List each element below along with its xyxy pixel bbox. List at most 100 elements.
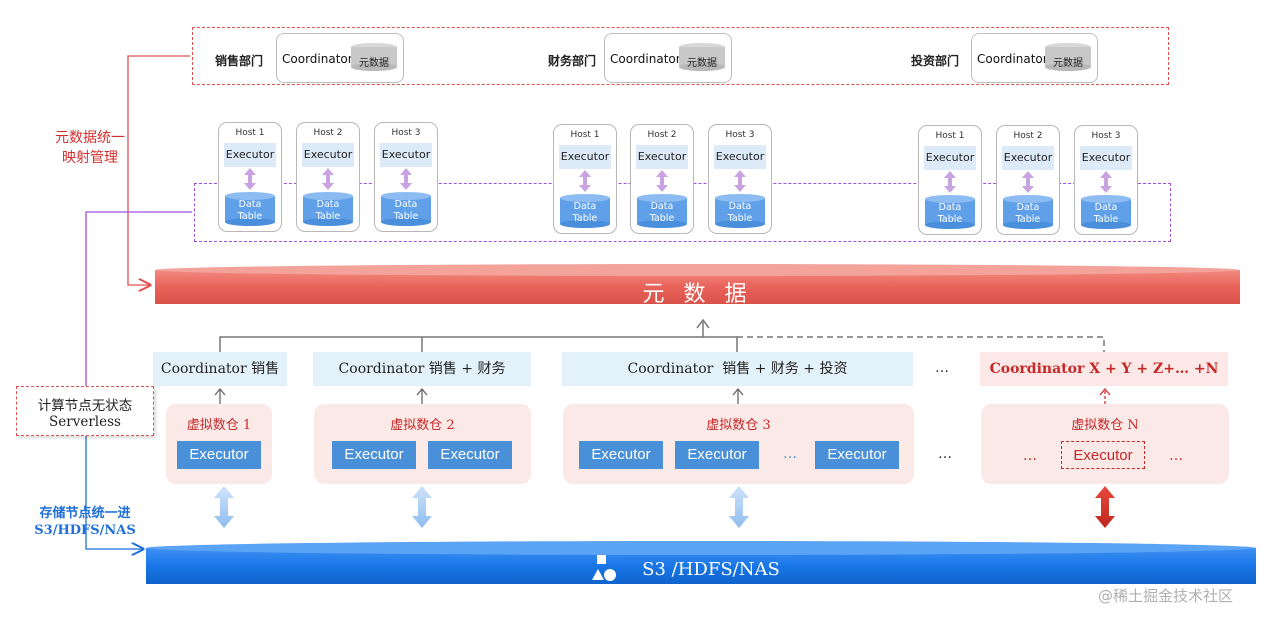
- storage-unified-label: 存储节点统一进 S3/HDFS/NAS: [20, 505, 150, 539]
- metadata-db-label: 元数据: [359, 58, 389, 69]
- host-title: Host 3: [391, 128, 421, 138]
- executor-node: Executor: [332, 441, 416, 469]
- data-table-icon: [1003, 195, 1053, 229]
- compute-stateless-line1: 计算节点无状态: [37, 398, 133, 414]
- storage-unified-line1: 存储节点统一进: [39, 506, 131, 521]
- coordinator-sales: Coordinator 销售: [153, 352, 287, 386]
- data-table-line2: Table: [649, 213, 675, 224]
- sync-arrow-icon: [400, 168, 412, 190]
- host-title: Host 2: [647, 130, 677, 140]
- executor-node: Executor: [579, 441, 663, 469]
- storage-double-arrows: [214, 486, 1115, 528]
- data-table-line2: Table: [572, 213, 598, 224]
- metadata-unified-line2: 映射管理: [62, 150, 118, 166]
- warehouse-row-ellipsis: …: [938, 446, 952, 462]
- data-table-line1: Data: [1016, 202, 1040, 213]
- data-table-icon: [925, 195, 975, 229]
- metadata-db-label: 元数据: [687, 58, 717, 69]
- metadata-db-icon: [1045, 43, 1091, 71]
- host-executor: Executor: [1002, 146, 1054, 170]
- dept-label-investment: 投资部门: [911, 54, 960, 68]
- metadata-bar: [155, 264, 1240, 304]
- sync-arrow-icon: [656, 170, 668, 192]
- warehouse-ellipsis-left: …: [1023, 448, 1037, 464]
- metadata-unified-line1: 元数据统一: [55, 130, 125, 146]
- sync-arrow-icon: [1100, 171, 1112, 193]
- storage-bar: [146, 541, 1256, 584]
- data-table-icon: [381, 192, 431, 226]
- metadata-connector-line: [127, 55, 190, 285]
- virtual-warehouse-1: 虚拟数仓 1 Executor: [166, 404, 272, 484]
- storage-connector-line: [85, 436, 143, 549]
- executor-node: Executor: [177, 441, 261, 469]
- dept-coordinator-label: Coordinator: [282, 52, 353, 66]
- storage-unified-line2: S3/HDFS/NAS: [34, 523, 136, 538]
- warehouse-title: 虚拟数仓 2: [390, 418, 455, 433]
- sync-arrow-icon: [579, 170, 591, 192]
- executor-node: Executor: [675, 441, 759, 469]
- compute-stateless-box: 计算节点无状态 Serverless: [16, 386, 154, 436]
- host-executor: Executor: [1080, 146, 1132, 170]
- compute-connector-line: [85, 211, 192, 386]
- data-table-line1: Data: [573, 201, 597, 212]
- data-table-icon: [637, 194, 687, 228]
- dept-coordinator-label: Coordinator: [610, 52, 681, 66]
- warehouse-title: 虚拟数仓 3: [706, 418, 771, 433]
- sync-arrow-icon: [322, 168, 334, 190]
- host-executor: Executor: [636, 145, 688, 169]
- data-table-line2: Table: [1015, 214, 1041, 225]
- shapes-icon: [592, 555, 616, 581]
- virtual-warehouse-3: 虚拟数仓 3 Executor Executor … Executor: [563, 404, 914, 484]
- host-title: Host 2: [313, 128, 343, 138]
- host-title: Host 1: [570, 130, 600, 140]
- data-table-icon: [1081, 195, 1131, 229]
- executor-node-elastic: Executor: [1061, 441, 1145, 469]
- sync-arrow-icon: [244, 168, 256, 190]
- compute-stateless-line2: Serverless: [49, 414, 121, 430]
- warehouse-ellipsis-right: …: [1169, 448, 1183, 464]
- data-table-line1: Data: [316, 199, 340, 210]
- host-executor: Executor: [714, 145, 766, 169]
- metadata-unified-label: 元数据统一 映射管理: [40, 128, 140, 168]
- department-metadata-box: [192, 27, 1169, 85]
- host-title: Host 2: [1013, 131, 1043, 141]
- host-title: Host 3: [725, 130, 755, 140]
- executor-node: Executor: [428, 441, 512, 469]
- data-table-line1: Data: [1094, 202, 1118, 213]
- metadata-bar-title: 元 数 据: [642, 282, 753, 307]
- warehouse-title: 虚拟数仓 1: [186, 418, 252, 433]
- data-table-line1: Data: [238, 199, 262, 210]
- data-table-line2: Table: [393, 211, 419, 222]
- data-table-line2: Table: [315, 211, 341, 222]
- virtual-warehouse-n: 虚拟数仓 N … Executor …: [981, 404, 1229, 484]
- host-title: Host 3: [1091, 131, 1121, 141]
- data-table-line2: Table: [937, 214, 963, 225]
- data-table-line1: Data: [650, 201, 674, 212]
- data-table-icon: [560, 194, 610, 228]
- data-table-icon: [715, 194, 765, 228]
- metadata-db-label: 元数据: [1053, 58, 1083, 69]
- sync-arrow-icon: [734, 170, 746, 192]
- warehouse-ellipsis: …: [783, 446, 797, 462]
- dept-label-sales: 销售部门: [215, 54, 264, 68]
- coordinator-xyz-n: Coordinator X + Y + Z+… +N: [980, 352, 1228, 386]
- data-table-line1: Data: [728, 201, 752, 212]
- host-title: Host 1: [235, 128, 265, 138]
- data-table-line2: Table: [237, 211, 263, 222]
- data-table-icon: [303, 192, 353, 226]
- coordinator-ellipsis: …: [935, 360, 949, 376]
- sync-arrow-icon: [944, 171, 956, 193]
